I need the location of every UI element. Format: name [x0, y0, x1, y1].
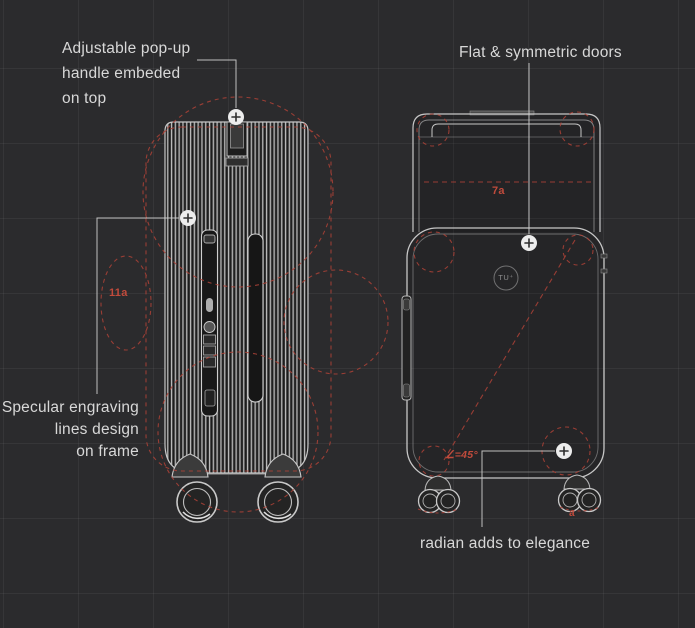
callout-leader-lines — [96, 59, 555, 527]
popup-handle-grip — [230, 123, 244, 149]
dimension-label-angle: ∠=45° — [445, 449, 478, 461]
callout-popup-handle-line3: on top — [62, 90, 107, 107]
front-body-shell — [164, 121, 309, 474]
front-wheel-cap-right — [264, 453, 302, 478]
lock-dial-3 — [203, 356, 216, 368]
lock-knob — [203, 321, 216, 333]
lock-dial-2 — [203, 345, 216, 356]
hotspot-doors[interactable] — [521, 235, 537, 251]
dimension-label-a: a — [569, 508, 575, 519]
wheel-arc-left — [417, 508, 459, 514]
side-top-section-outer — [412, 113, 601, 232]
lock-keyhole — [206, 298, 213, 312]
side-top-section-inner — [418, 119, 595, 232]
construction-circle-bottom — [157, 351, 319, 513]
callout-popup-handle: Adjustable pop-up handle embeded on top — [62, 36, 190, 111]
leader-popup-handle — [197, 59, 237, 108]
callout-engraving-line3: on frame — [76, 443, 139, 460]
wheel-arc-right — [559, 506, 601, 512]
leader-radian — [481, 450, 555, 527]
side-latch-tick-1 — [600, 253, 608, 259]
leader-engraving — [96, 217, 179, 394]
corner-radius-door-bottom-left — [418, 445, 450, 477]
corner-radius-door-top-right — [562, 234, 594, 266]
side-latch-tick-2 — [600, 268, 608, 274]
front-wheel-left — [176, 481, 218, 523]
lock-clasp — [203, 234, 216, 244]
lock-dial-1 — [203, 334, 216, 345]
callout-engraving-line1: Specular engraving — [1, 399, 139, 416]
popup-handle-base — [225, 157, 249, 167]
side-top-notch — [469, 110, 535, 116]
corner-radius-top-left — [416, 113, 450, 147]
callout-popup-handle-line2: handle embeded — [62, 65, 181, 82]
dimension-label-11a: 11a — [109, 287, 128, 299]
side-door-shell — [406, 227, 605, 479]
side-wheel-right — [557, 474, 602, 513]
construction-ellipse-left — [100, 255, 152, 351]
front-lock-strip — [200, 229, 219, 417]
brand-logo-icon: TU⁺ — [498, 273, 514, 282]
dimension-label-7a: 7a — [492, 185, 505, 197]
callout-engraving: Specular engraving lines design on frame — [0, 397, 139, 463]
construction-circle-right — [283, 269, 389, 375]
front-wheel-right — [257, 481, 299, 523]
hotspot-engraving[interactable] — [180, 210, 196, 226]
hotspot-markers — [180, 109, 572, 459]
callout-radian: radian adds to elegance — [420, 535, 591, 552]
side-carry-handle-grip — [431, 123, 582, 137]
side-view-suitcase — [401, 110, 608, 514]
callout-popup-handle-line1: Adjustable pop-up — [62, 40, 191, 57]
door-diagonal-45 — [443, 239, 576, 461]
side-edge-handle — [401, 295, 412, 401]
front-view-suitcase — [164, 121, 309, 523]
corner-radius-top-right — [559, 111, 595, 147]
callout-engraving-line2: lines design — [54, 421, 139, 438]
corner-radius-door-top-left — [413, 231, 455, 273]
front-handle-recess — [247, 233, 264, 403]
lock-foot — [204, 389, 216, 407]
construction-circle-top — [142, 96, 334, 288]
side-door-inner-line — [412, 233, 599, 473]
callout-doors: Flat & symmetric doors — [459, 44, 622, 61]
front-construction-annotations — [100, 96, 389, 513]
hotspot-radian[interactable] — [556, 443, 572, 459]
construction-rounded-rect — [145, 126, 332, 472]
side-wheel-left — [417, 475, 461, 514]
hotspot-popup-handle[interactable] — [228, 109, 244, 125]
brand-logo-ring — [493, 265, 519, 291]
